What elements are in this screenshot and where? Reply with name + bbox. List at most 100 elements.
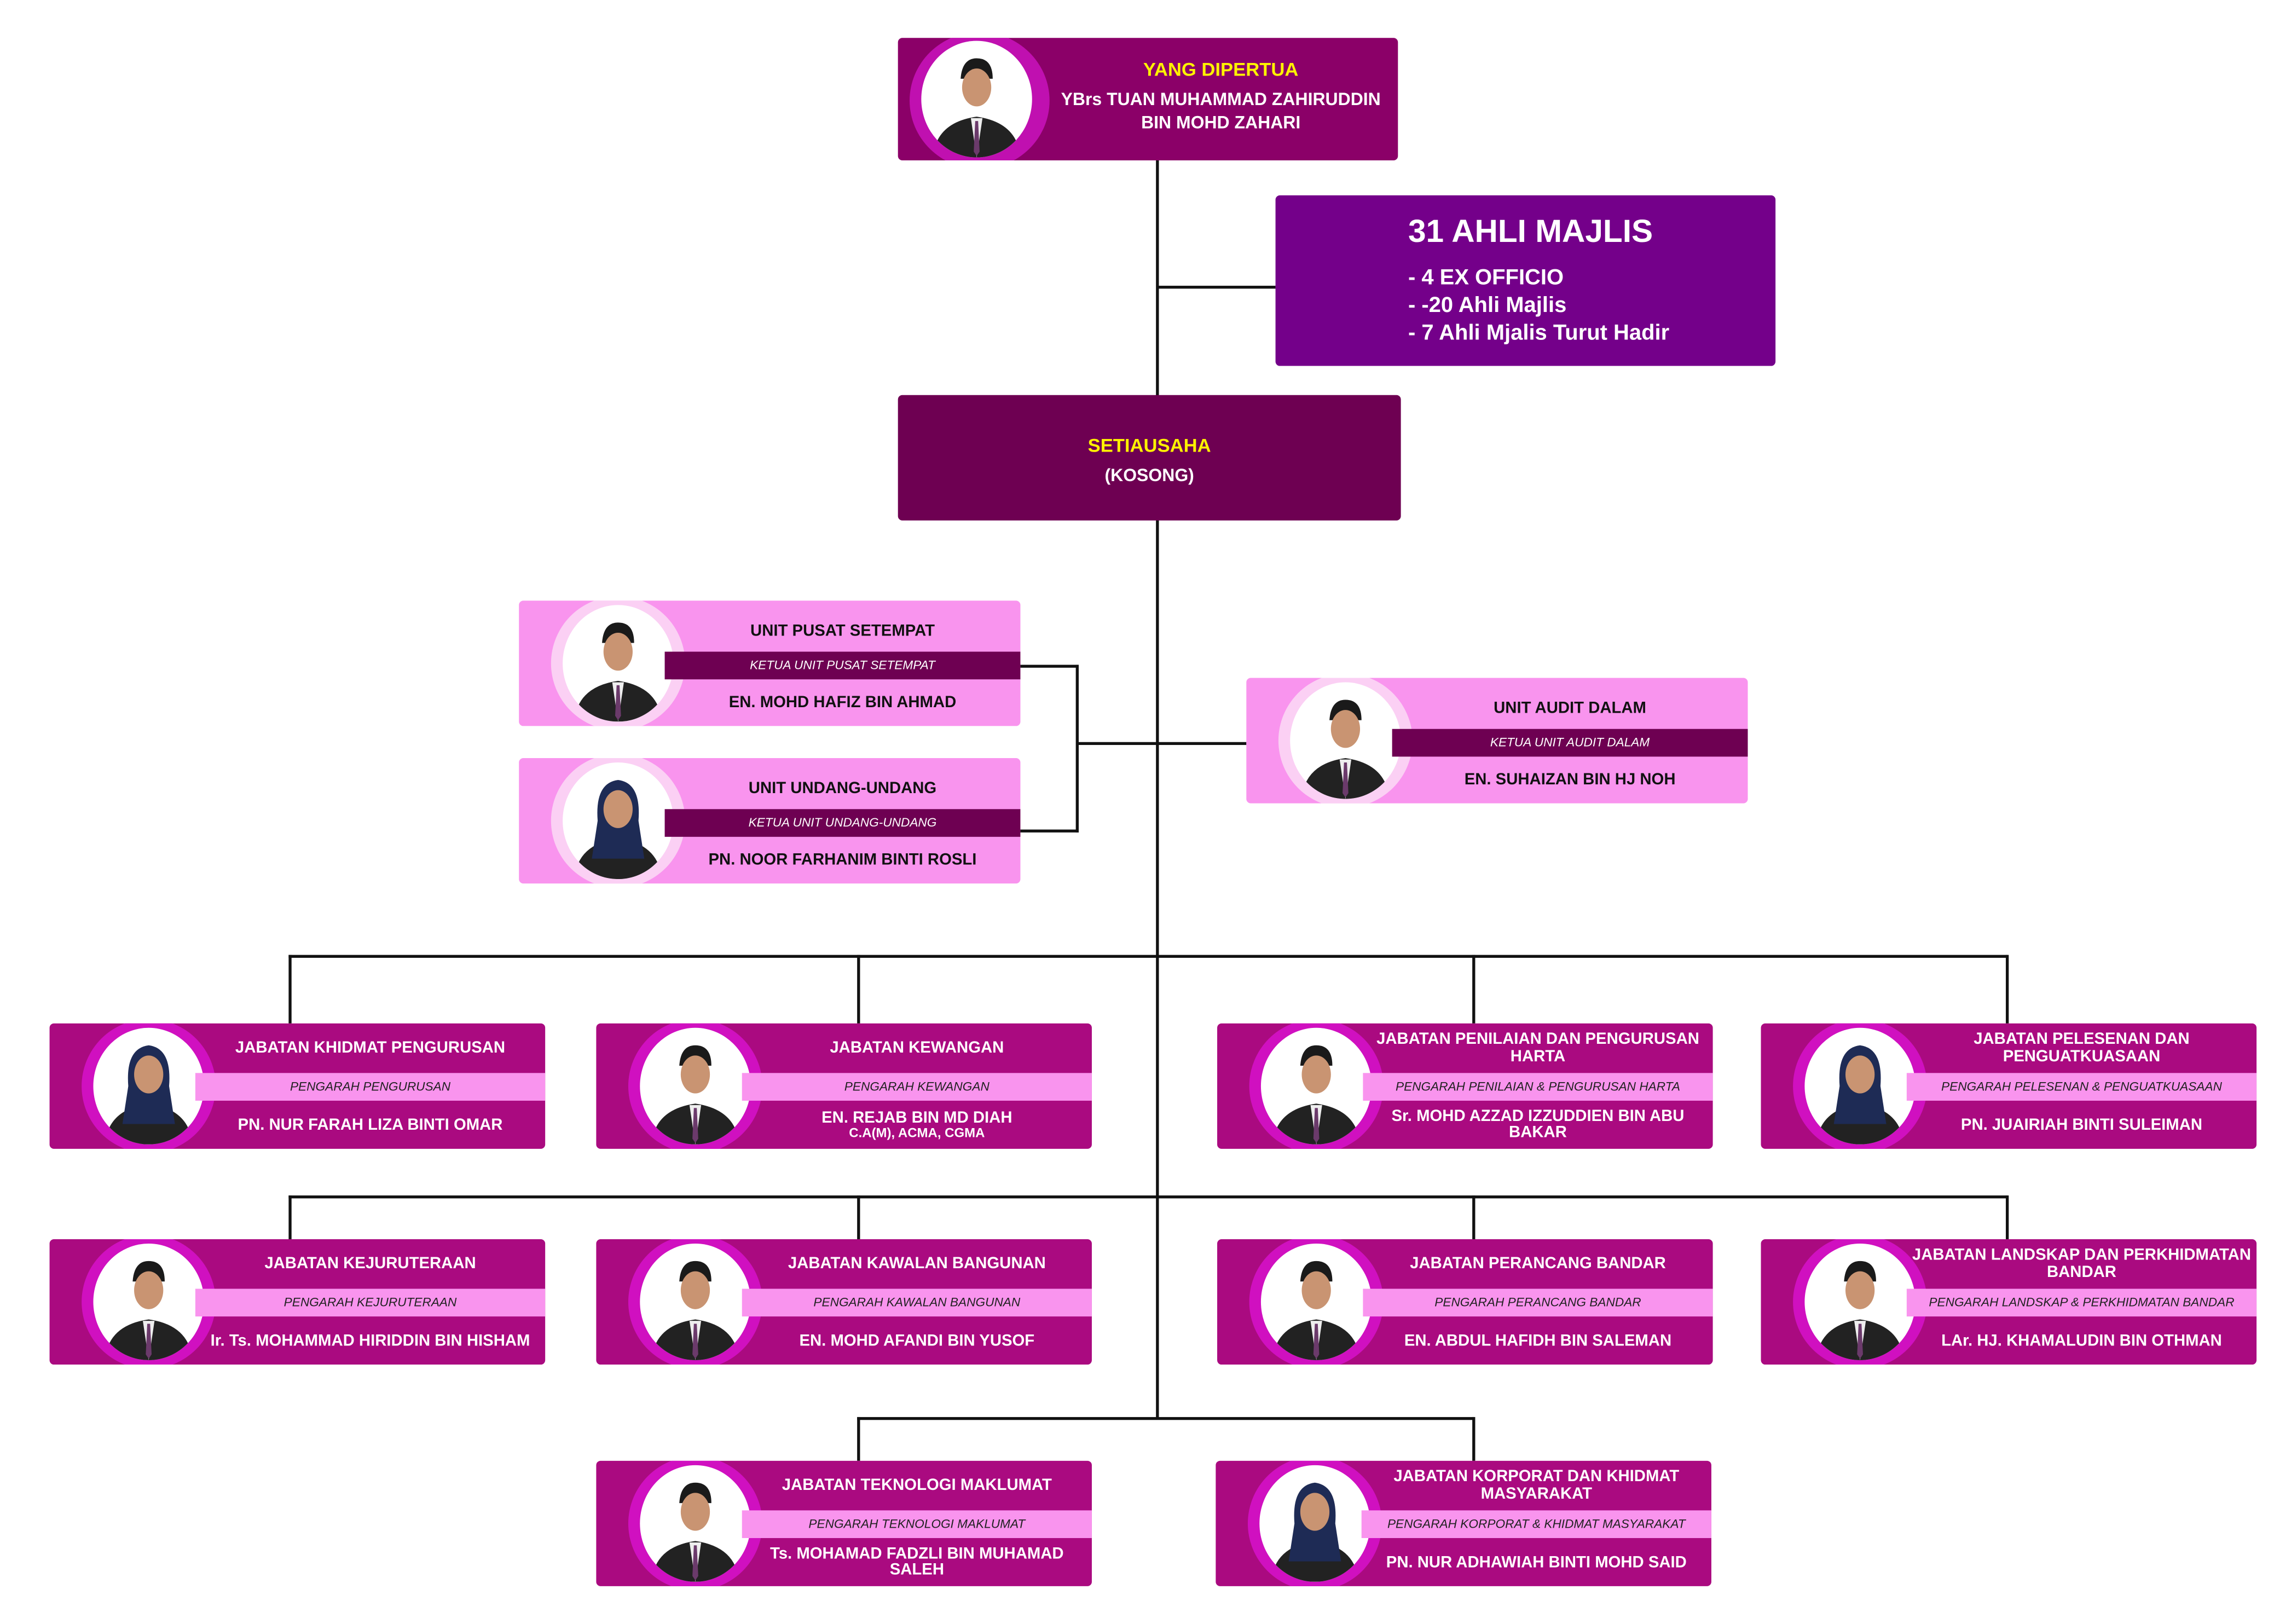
card-title: UNIT PUSAT SETEMPAT	[750, 622, 935, 640]
photo-frame	[82, 1023, 216, 1149]
card-title: JABATAN TEKNOLOGI MAKLUMAT	[782, 1477, 1052, 1495]
person-name: PN. NUR ADHAWIAH BINTI MOHD SAID	[1386, 1553, 1687, 1571]
person-photo-icon	[1804, 1027, 1916, 1145]
connector-line	[1472, 1417, 1475, 1461]
connector-line	[2005, 1195, 2008, 1239]
department-card[interactable]: JABATAN LANDSKAP DAN PERKHIDMATAN BANDAR…	[1761, 1239, 2257, 1365]
ahli-majlis-box[interactable]: 31 AHLI MAJLIS - 4 EX OFFICIO - -20 Ahli…	[1275, 195, 1776, 366]
card-role: PENGARAH LANDSKAP & PERKHIDMATAN BANDAR	[1906, 1288, 2257, 1317]
card-person: PN. NUR FARAH LIZA BINTI OMAR	[195, 1102, 545, 1149]
person-name: EN. REJAB BIN MD DIAH	[821, 1109, 1012, 1127]
connector-line	[857, 1417, 860, 1461]
department-card[interactable]: JABATAN PENILAIAN DAN PENGURUSAN HARTA PE…	[1217, 1023, 1713, 1149]
card-person: PN. NOOR FARHANIM BINTI ROSLI	[665, 837, 1021, 883]
person-photo-icon	[1804, 1243, 1916, 1361]
connector-line	[1156, 160, 1159, 1419]
person-credentials: C.A(M), ACMA, CGMA	[849, 1125, 985, 1140]
card-role: KETUA UNIT AUDIT DALAM	[1392, 729, 1748, 757]
card-person: Ir. Ts. MOHAMMAD HIRIDDIN BIN HISHAM	[195, 1318, 545, 1365]
card-title: JABATAN KAWALAN BANGUNAN	[788, 1255, 1046, 1273]
photo-frame	[551, 758, 685, 884]
person-name: PN. NOOR FARHANIM BINTI ROSLI	[708, 851, 977, 869]
photo-frame	[1247, 1460, 1382, 1586]
setiausaha-box[interactable]: SETIAUSAHA (KOSONG)	[898, 395, 1401, 521]
card-title: JABATAN PENILAIAN DAN PENGURUSAN HARTA	[1376, 1031, 1699, 1066]
connector-line	[288, 1195, 2007, 1198]
card-title: JABATAN LANDSKAP DAN PERKHIDMATAN BANDAR	[1912, 1246, 2252, 1282]
person-photo-icon	[563, 762, 674, 880]
connector-line	[288, 955, 291, 1024]
photo-frame	[1249, 1023, 1384, 1149]
card-role: PENGARAH KAWALAN BANGUNAN	[742, 1288, 1092, 1317]
person-name: PN. NUR FARAH LIZA BINTI OMAR	[238, 1116, 503, 1134]
department-card[interactable]: JABATAN KHIDMAT PENGURUSAN PENGARAH PENGU…	[49, 1023, 546, 1149]
person-photo-icon	[1290, 682, 1401, 799]
connector-line	[1472, 1195, 1475, 1239]
yang-dipertua-box[interactable]: YANG DIPERTUA YBrs TUAN MUHAMMAD ZAHIRUD…	[898, 38, 1398, 160]
person-name: Ts. MOHAMAD FADZLI BIN MUHAMAD SALEH	[770, 1545, 1064, 1579]
ahli-majlis-item: - -20 Ahli Majlis	[1408, 293, 1567, 318]
card-title: JABATAN KHIDMAT PENGURUSAN	[235, 1039, 506, 1057]
person-name: Ir. Ts. MOHAMMAD HIRIDDIN BIN HISHAM	[210, 1332, 530, 1350]
person-photo-icon	[640, 1243, 751, 1361]
connector-line	[1075, 664, 1078, 833]
card-person: Sr. MOHD AZZAD IZZUDDIEN BIN ABU BAKAR	[1363, 1102, 1712, 1149]
connector-line	[2005, 955, 2008, 1024]
photo-frame	[551, 600, 685, 726]
card-role: PENGARAH PENGURUSAN	[195, 1073, 546, 1101]
person-photo-icon	[1260, 1027, 1372, 1145]
photo-frame	[628, 1023, 763, 1149]
card-title: JABATAN KEJURUTERAAN	[264, 1255, 476, 1273]
person-photo-icon	[921, 41, 1032, 158]
card-person: EN. ABDUL HAFIDH BIN SALEMAN	[1363, 1318, 1712, 1365]
unit-card[interactable]: UNIT UNDANG-UNDANG KETUA UNIT UNDANG-UNDA…	[519, 758, 1021, 884]
photo-frame	[628, 1239, 763, 1365]
person-photo-icon	[93, 1027, 204, 1145]
connector-line	[857, 955, 860, 1024]
photo-frame	[1793, 1023, 1928, 1149]
connector-line	[1020, 829, 1079, 832]
setiausaha-title: SETIAUSAHA	[1087, 434, 1211, 456]
unit-card[interactable]: UNIT AUDIT DALAM KETUA UNIT AUDIT DALAM EN…	[1246, 678, 1748, 804]
person-photo-icon	[563, 605, 674, 722]
photo-frame	[82, 1239, 216, 1365]
person-name: EN. MOHD AFANDI BIN YUSOF	[799, 1332, 1035, 1350]
person-name: EN. MOHD HAFIZ BIN AHMAD	[728, 693, 957, 711]
card-role: PENGARAH PENILAIAN & PENGURUSAN HARTA	[1363, 1073, 1713, 1101]
ahli-majlis-item: - 7 Ahli Mjalis Turut Hadir	[1408, 320, 1670, 346]
connector-line	[1020, 664, 1079, 667]
photo-frame	[1278, 678, 1413, 804]
connector-line	[857, 1417, 1474, 1419]
card-role: KETUA UNIT UNDANG-UNDANG	[664, 809, 1021, 837]
connector-line	[288, 955, 2007, 957]
card-person: PN. NUR ADHAWIAH BINTI MOHD SAID	[1362, 1540, 1711, 1586]
setiausaha-status: (KOSONG)	[1104, 465, 1194, 486]
person-name-line1: YBrs TUAN MUHAMMAD ZAHIRUDDIN	[1061, 89, 1381, 109]
ahli-majlis-title: 31 AHLI MAJLIS	[1408, 212, 1653, 250]
connector-line	[857, 1195, 860, 1239]
photo-frame	[1249, 1239, 1384, 1365]
person-name: PN. JUAIRIAH BINTI SULEIMAN	[1960, 1116, 2203, 1134]
person-photo-icon	[93, 1243, 204, 1361]
photo-frame	[910, 38, 1050, 160]
person-name: EN. SUHAIZAN BIN HJ NOH	[1464, 770, 1676, 788]
connector-line	[1472, 955, 1475, 1024]
person-photo-icon	[1260, 1243, 1372, 1361]
connector-line	[1157, 286, 1276, 289]
person-photo-icon	[1259, 1465, 1370, 1582]
card-title: UNIT UNDANG-UNDANG	[748, 779, 937, 797]
department-card[interactable]: JABATAN KAWALAN BANGUNAN PENGARAH KAWALAN…	[596, 1239, 1092, 1365]
card-title: UNIT AUDIT DALAM	[1494, 700, 1647, 718]
card-person: EN. MOHD AFANDI BIN YUSOF	[742, 1318, 1092, 1365]
person-name-line2: BIN MOHD ZAHARI	[1141, 112, 1301, 133]
card-person: EN. MOHD HAFIZ BIN AHMAD	[665, 679, 1021, 726]
